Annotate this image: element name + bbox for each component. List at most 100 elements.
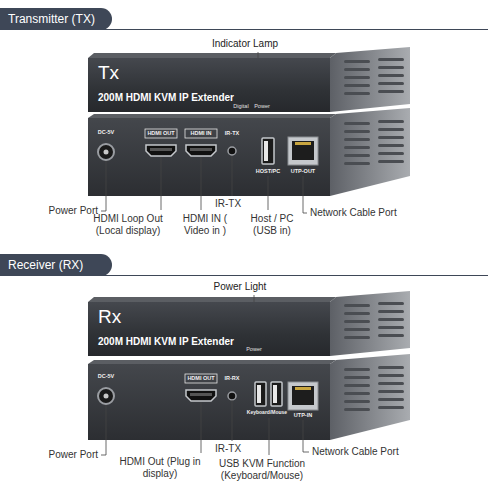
tx-back-housing <box>88 114 336 118</box>
rx-front-housing <box>378 302 404 305</box>
port-label: HDMI OUT <box>185 375 217 381</box>
rx-ports <box>255 382 266 406</box>
product-name: 200M HDMI KVM IP Extender <box>98 336 234 348</box>
rx-back-housing <box>344 376 370 379</box>
tx-ports <box>98 144 114 160</box>
tx-ports <box>104 150 109 155</box>
port-label: IR-TX <box>218 130 246 136</box>
rx-back-housing <box>378 398 404 401</box>
rx-back-housing <box>344 400 370 403</box>
callout-label: USB KVM Function (Keyboard/Mouse) <box>213 458 311 481</box>
callout-label: Host / PC (USB in) <box>242 213 302 236</box>
tx-back-housing <box>344 122 370 125</box>
port-label: HOST/PC <box>250 168 286 174</box>
rx-back-housing <box>378 374 404 377</box>
tx-ports <box>150 148 172 151</box>
callout-label: HDMI Out (Plug in display) <box>119 456 201 479</box>
tx-back-housing <box>344 154 370 157</box>
tx-back-housing <box>378 160 404 163</box>
tx-front-housing <box>344 92 370 95</box>
rx-ports <box>257 385 261 403</box>
tx-ports <box>262 138 274 164</box>
tx-front-housing <box>330 47 410 112</box>
callout-label: IR-TX <box>208 198 248 210</box>
rx-front-housing <box>330 291 410 356</box>
lamp-label: Digital <box>229 103 253 109</box>
callout-label: HDMI Loop Out (Local display) <box>83 213 173 236</box>
tx-ports <box>295 142 311 145</box>
section-title: Receiver (RX) <box>0 254 112 276</box>
tx-front-housing <box>88 47 410 112</box>
tx-front-housing <box>378 74 404 77</box>
rx-front-housing <box>344 304 370 307</box>
rx-ports <box>98 388 114 404</box>
rx-ports <box>271 382 282 406</box>
rx-back-housing <box>378 382 404 385</box>
rx-ports <box>186 390 216 401</box>
callout-label: Power Port <box>28 205 98 217</box>
rx-ports <box>228 392 236 400</box>
leader-line <box>201 402 202 453</box>
tx-back-housing <box>378 144 404 147</box>
callout-label: HDMI IN ( Video in ) <box>175 213 235 236</box>
port-label: HDMI OUT <box>145 130 177 136</box>
leader-line <box>101 405 106 455</box>
rx-ports <box>104 394 109 399</box>
lamp-label: Power <box>250 103 274 109</box>
rx-back-housing <box>344 368 370 371</box>
leader-line <box>269 418 270 455</box>
tx-back-housing <box>88 108 410 196</box>
tx-back-housing <box>330 108 410 196</box>
rx-back-housing <box>88 360 336 364</box>
leader-line <box>232 156 233 196</box>
tx-ports <box>186 145 216 156</box>
tx-ports <box>292 141 314 160</box>
leader-line <box>201 157 202 210</box>
rx-ports <box>273 385 277 403</box>
tx-back-housing <box>344 146 370 149</box>
rx-front-housing <box>344 312 370 315</box>
rx-back-housing <box>88 364 330 440</box>
callout-label: Network Cable Port <box>310 207 420 219</box>
tx-back-housing <box>378 120 404 123</box>
tx-front-housing <box>378 82 404 85</box>
rx-ports <box>288 382 318 410</box>
tx-front-housing <box>378 90 404 93</box>
tx-ports <box>288 137 318 165</box>
tx-ports <box>190 148 212 151</box>
rx-ports <box>185 374 217 383</box>
tx-ports <box>146 145 176 156</box>
rx-front-housing <box>344 320 370 323</box>
port-label: UTP-OUT <box>285 168 321 174</box>
callout-label: IR-TX <box>208 443 248 455</box>
rx-back-housing <box>344 408 370 411</box>
rx-back-housing <box>378 406 404 409</box>
rx-front-housing <box>88 291 410 356</box>
rx-front-housing <box>378 326 404 329</box>
callout-label: Indicator Lamp <box>200 38 290 50</box>
lamp-label: Power <box>242 346 266 352</box>
tx-ports <box>145 129 177 138</box>
callout-label: Network Cable Port <box>312 446 422 458</box>
tx-back-housing <box>378 152 404 155</box>
tx-back-housing <box>344 130 370 133</box>
rx-front-housing <box>344 328 370 331</box>
rx-ports <box>98 374 318 410</box>
leader-line <box>232 400 233 441</box>
tx-front-housing <box>344 60 370 63</box>
product-name: 200M HDMI KVM IP Extender <box>98 92 234 104</box>
tx-back-housing <box>378 128 404 131</box>
tx-ports <box>98 129 318 165</box>
rx-back-housing <box>330 354 410 440</box>
port-label: HDMI IN <box>185 130 217 136</box>
rx-back-housing <box>88 354 410 440</box>
tx-back-housing <box>378 136 404 139</box>
tx-front-housing <box>344 84 370 87</box>
section-title: Transmitter (TX) <box>0 8 112 30</box>
tx-front-housing <box>344 76 370 79</box>
tx-front-housing <box>344 68 370 71</box>
tx-ports <box>185 129 217 138</box>
callout-label: Power Port <box>28 449 98 461</box>
leader-line <box>161 157 162 210</box>
